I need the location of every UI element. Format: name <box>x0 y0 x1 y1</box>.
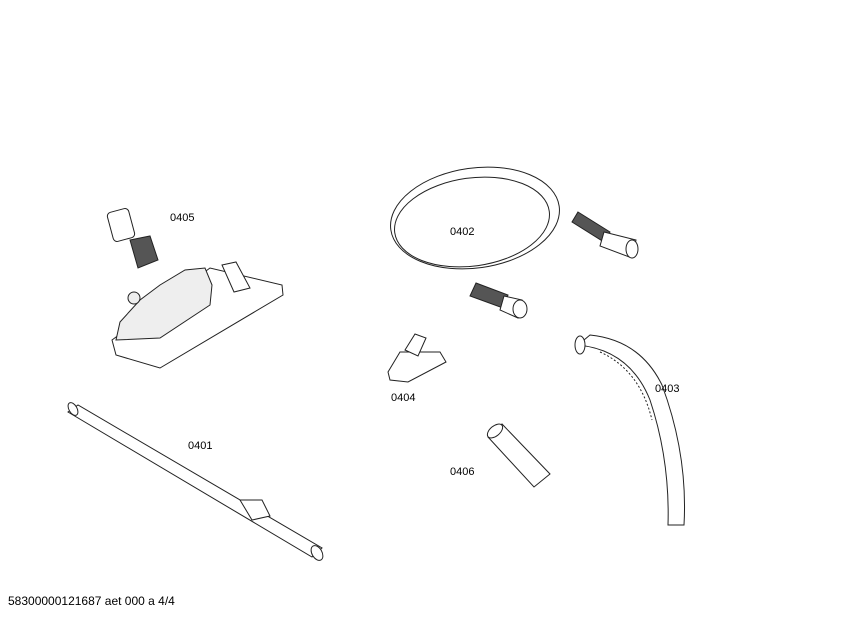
part-label-0401: 0401 <box>188 440 213 452</box>
upholstery-tool-drawing <box>387 333 447 383</box>
crevice-tool-drawing <box>486 423 551 488</box>
part-label-0405: 0405 <box>170 212 195 224</box>
telescopic-tube-drawing <box>67 402 324 561</box>
part-label-0404: 0404 <box>391 392 416 404</box>
part-label-0403: 0403 <box>655 383 680 395</box>
document-id: 58300000121687 aet 000 a 4/4 <box>8 594 175 608</box>
hose-drawing <box>390 166 639 319</box>
floor-nozzle-drawing <box>106 208 284 369</box>
part-label-0406: 0406 <box>450 466 475 478</box>
part-label-0402: 0402 <box>450 226 475 238</box>
hose-handle-drawing <box>574 334 685 526</box>
